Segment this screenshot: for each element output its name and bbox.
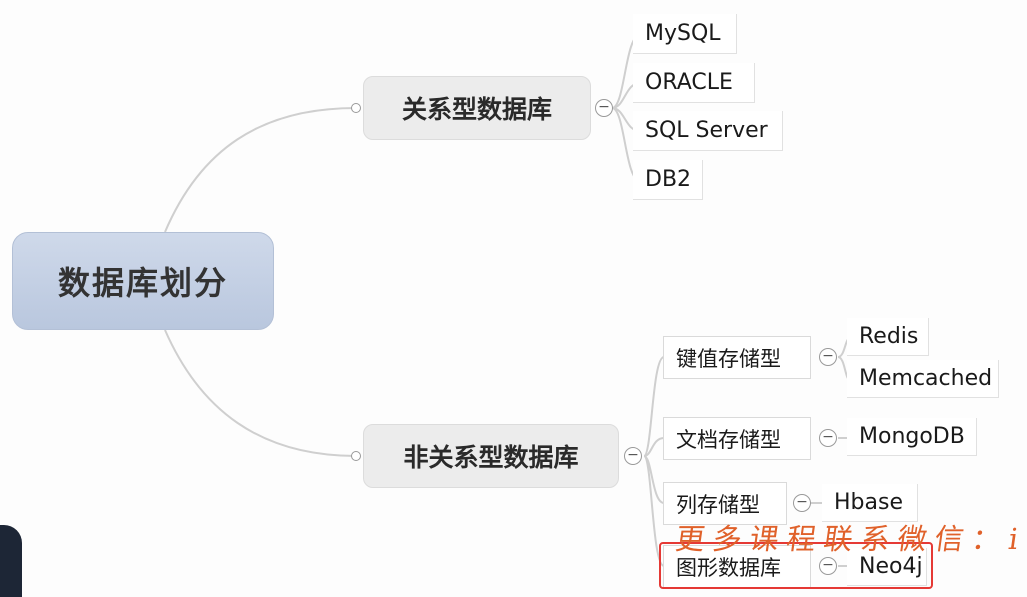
nonrelational-db-node[interactable]: 非关系型数据库 (363, 424, 619, 488)
connector-nonrelational-subs (643, 356, 665, 567)
collapse-toggle-keyvalue[interactable]: − (819, 348, 837, 366)
leaf-neo4j[interactable]: Neo4j (847, 548, 927, 586)
collapse-toggle-document[interactable]: − (819, 429, 837, 447)
connector-relational-leaves (611, 34, 641, 182)
collapse-toggle-relational[interactable]: − (595, 99, 613, 117)
leaf-memcached[interactable]: Memcached (847, 360, 999, 398)
sub-column-node[interactable]: 列存储型 (663, 482, 787, 525)
sub-graph-node[interactable]: 图形数据库 (663, 545, 811, 588)
sub-keyvalue-node[interactable]: 键值存储型 (663, 336, 811, 379)
leaf-redis[interactable]: Redis (847, 318, 929, 356)
collapse-toggle-column[interactable]: − (793, 494, 811, 512)
relational-db-node[interactable]: 关系型数据库 (363, 76, 591, 140)
sub-document-node[interactable]: 文档存储型 (663, 417, 811, 460)
leaf-hbase[interactable]: Hbase (822, 484, 918, 522)
leaf-mysql[interactable]: MySQL (633, 14, 737, 54)
leaf-sql-server[interactable]: SQL Server (633, 111, 783, 151)
presenter-silhouette (0, 525, 22, 597)
leaf-oracle[interactable]: ORACLE (633, 63, 755, 103)
connector-root-relational (164, 107, 357, 233)
collapse-toggle-graph[interactable]: − (819, 557, 837, 575)
watermark-text: 更多课程联系微信：it (673, 522, 1027, 556)
highlight-box (659, 542, 933, 589)
branch-dot (351, 451, 361, 461)
leaf-mongodb[interactable]: MongoDB (847, 418, 977, 456)
connector-root-nonrelational (164, 329, 357, 457)
branch-dot (351, 103, 361, 113)
root-node[interactable]: 数据库划分 (12, 232, 274, 330)
collapse-toggle-nonrelational[interactable]: − (624, 447, 642, 465)
leaf-db2[interactable]: DB2 (633, 160, 703, 200)
